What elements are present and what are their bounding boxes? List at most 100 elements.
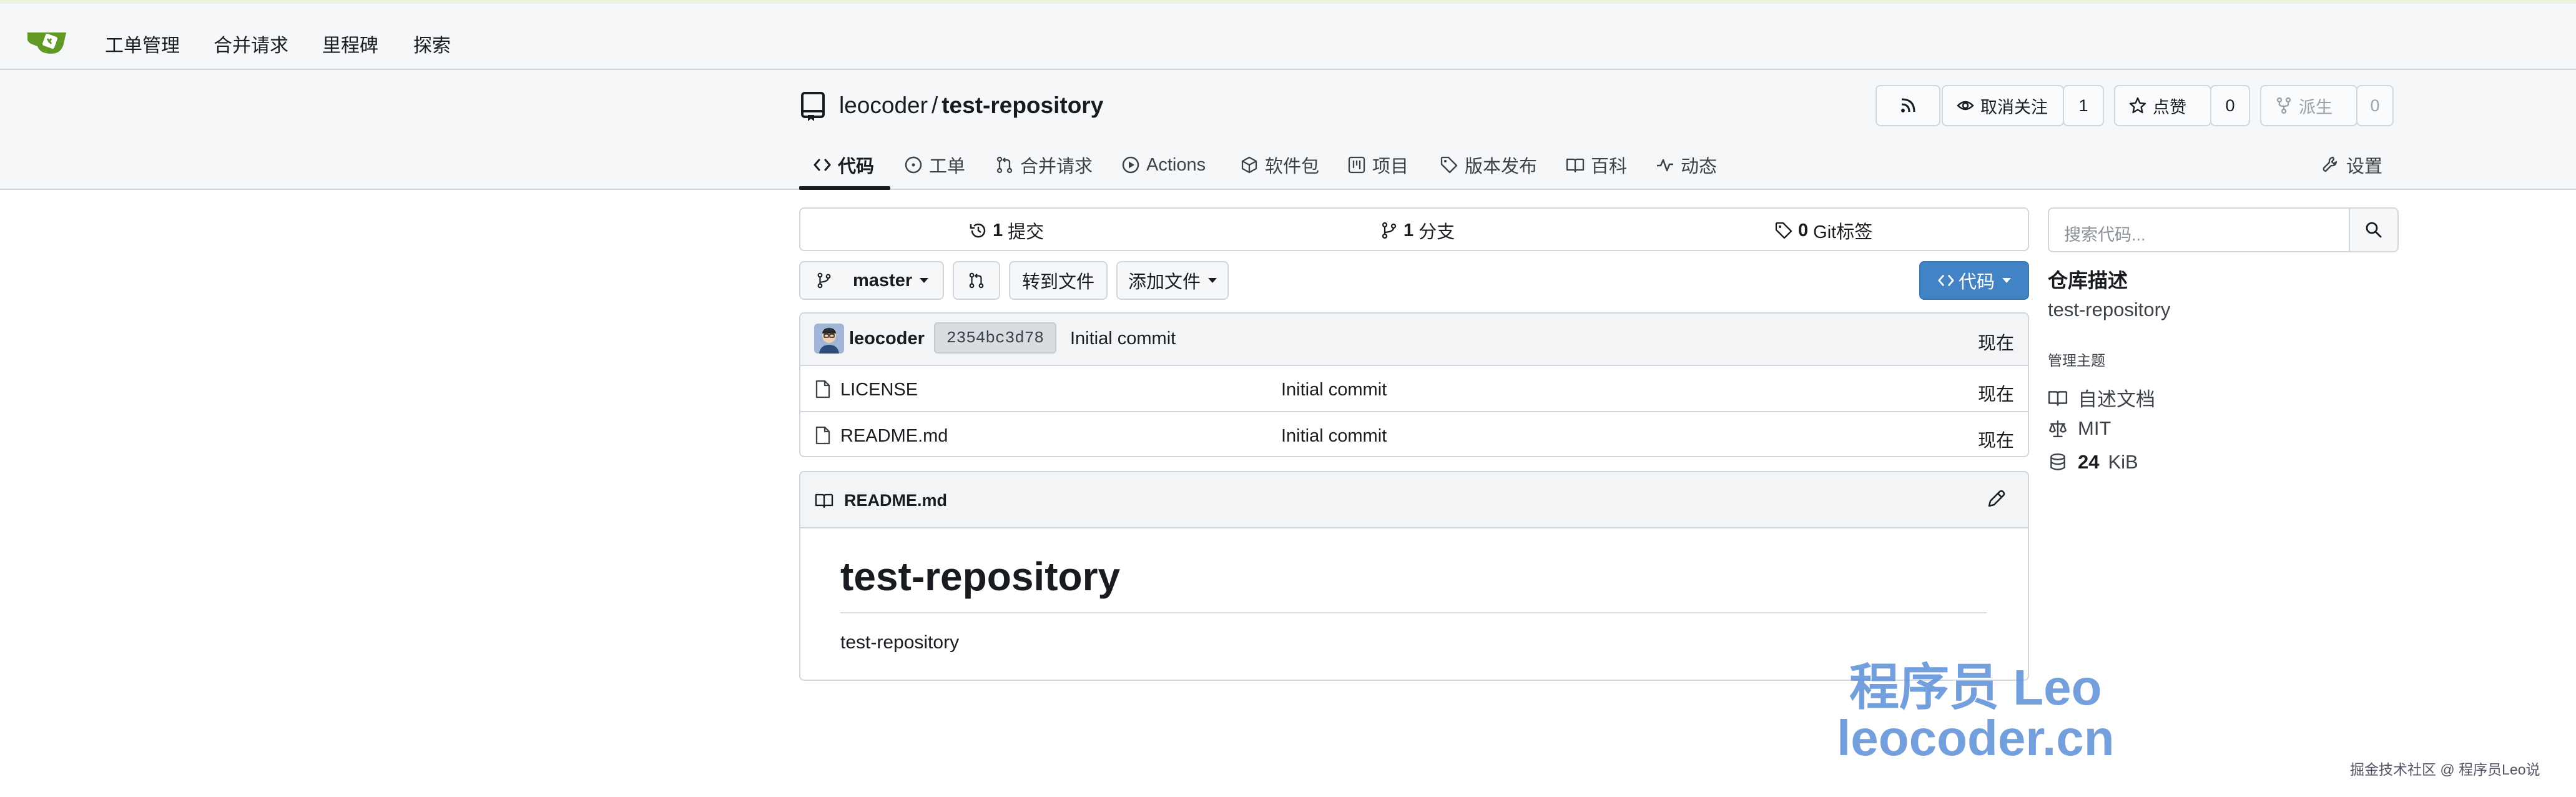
- fork-count[interactable]: 0: [2356, 85, 2394, 126]
- tags-label: Git标签: [1813, 222, 1873, 242]
- branches-label: 分支: [1418, 222, 1455, 242]
- repo-size-unit: KiB: [2108, 451, 2138, 473]
- commits-stat[interactable]: 1 提交: [969, 217, 1044, 244]
- file-commit-message[interactable]: Initial commit: [1281, 426, 1387, 446]
- repo-size: 24 KiB: [2048, 451, 2138, 473]
- tab-wiki-label: 百科: [1591, 157, 1628, 177]
- readme-heading: test-repository: [840, 554, 1121, 599]
- divider: [840, 612, 1987, 613]
- fork-label: 派生: [2299, 97, 2333, 117]
- file-commit-time: 现在: [1977, 431, 2014, 451]
- tag-icon: [1775, 222, 1792, 239]
- star-button[interactable]: 点赞: [2114, 85, 2211, 126]
- nav-issues[interactable]: 工单管理: [105, 36, 180, 56]
- rss-icon: [1901, 98, 1915, 112]
- branch-selector[interactable]: master: [799, 261, 944, 300]
- readme-link[interactable]: 自述文档: [2048, 384, 2155, 412]
- rss-button[interactable]: [1875, 85, 1940, 126]
- goto-file-button[interactable]: 转到文件: [1009, 261, 1108, 300]
- repo-description: test-repository: [2048, 299, 2171, 320]
- chevron-down-icon: [2002, 278, 2011, 283]
- nav-milestones[interactable]: 里程碑: [322, 36, 378, 56]
- repo-size-value: 24: [2078, 451, 2100, 473]
- search-button[interactable]: [2349, 209, 2397, 251]
- tab-wiki[interactable]: 百科: [1566, 140, 1627, 190]
- tab-issues-label: 工单: [929, 157, 966, 177]
- nav-explore[interactable]: 探索: [413, 36, 451, 56]
- commits-label: 提交: [1008, 222, 1045, 242]
- compare-button[interactable]: [953, 261, 1000, 300]
- fork-button[interactable]: 派生: [2260, 85, 2357, 126]
- nav-pull-requests[interactable]: 合并请求: [214, 36, 288, 56]
- readme-link-label: 自述文档: [2078, 389, 2155, 410]
- book-icon: [815, 493, 833, 508]
- watch-count[interactable]: 1: [2063, 85, 2104, 126]
- scale-icon: [2049, 420, 2067, 437]
- avatar[interactable]: [814, 324, 844, 354]
- commit-time: 现在: [1977, 334, 2014, 354]
- commit-sha[interactable]: 2354bc3d78: [934, 322, 1057, 354]
- project-icon: [1348, 156, 1365, 174]
- search-icon: [2366, 222, 2382, 238]
- chevron-down-icon: [920, 278, 929, 283]
- package-icon: [1241, 156, 1257, 174]
- file-commit-time: 现在: [1977, 385, 2014, 405]
- watch-button[interactable]: 取消关注: [1942, 85, 2064, 126]
- chevron-down-icon: [1208, 278, 1217, 283]
- book-icon: [2048, 390, 2068, 406]
- star-icon: [2129, 97, 2146, 114]
- gitea-logo-icon[interactable]: [27, 25, 67, 56]
- tab-issues[interactable]: 工单: [904, 140, 965, 190]
- code-icon: [1938, 275, 1954, 286]
- clone-code-button[interactable]: 代码: [1919, 261, 2029, 300]
- tab-projects[interactable]: 项目: [1347, 140, 1408, 190]
- active-tab-indicator: [799, 186, 890, 190]
- file-name[interactable]: README.md: [840, 426, 948, 446]
- issue-icon: [905, 156, 922, 174]
- repo-title: leocoder/test-repository: [839, 92, 1103, 119]
- pencil-icon[interactable]: [1985, 488, 2007, 510]
- add-file-button[interactable]: 添加文件: [1116, 261, 1229, 300]
- fork-icon: [2276, 97, 2291, 114]
- repo-owner-link[interactable]: leocoder: [839, 92, 928, 118]
- watermark-credit: 掘金技术社区 @ 程序员Leo说: [2350, 761, 2540, 778]
- tags-count: 0: [1798, 220, 1809, 240]
- tab-code[interactable]: 代码: [813, 140, 874, 190]
- tab-pull-requests[interactable]: 合并请求: [995, 140, 1093, 190]
- star-count[interactable]: 0: [2210, 85, 2250, 126]
- tab-pull-requests-label: 合并请求: [1020, 157, 1093, 177]
- watch-label: 取消关注: [1980, 97, 2048, 117]
- file-name[interactable]: LICENSE: [840, 380, 918, 400]
- file-commit-message[interactable]: Initial commit: [1281, 380, 1387, 400]
- tab-releases-label: 版本发布: [1465, 157, 1538, 177]
- tags-stat[interactable]: 0 Git标签: [1774, 217, 1872, 244]
- clone-code-label: 代码: [1958, 272, 1995, 292]
- tag-icon: [1440, 156, 1458, 174]
- tab-activity[interactable]: 动态: [1656, 140, 1717, 190]
- license-label: MIT: [2078, 417, 2111, 439]
- branch-icon: [1382, 222, 1397, 239]
- branch-icon: [817, 272, 831, 289]
- watermark-line-2: leocoder.cn: [1837, 710, 2115, 766]
- license-link[interactable]: MIT: [2048, 417, 2111, 440]
- tab-releases[interactable]: 版本发布: [1440, 140, 1537, 190]
- book-icon: [1566, 158, 1585, 173]
- commit-author[interactable]: leocoder: [849, 329, 925, 349]
- search-input[interactable]: 搜索代码...: [2064, 225, 2146, 244]
- tab-actions[interactable]: Actions: [1121, 140, 1206, 190]
- tab-packages[interactable]: 软件包: [1240, 140, 1319, 190]
- repo-icon: [800, 91, 827, 122]
- tab-settings-label: 设置: [2346, 157, 2383, 177]
- latest-commit-row: leocoder 2354bc3d78 Initial commit 现在: [800, 314, 2028, 366]
- repo-stats-bar: 1 提交 1 分支 0 Git标签: [799, 207, 2029, 251]
- play-icon: [1122, 156, 1139, 174]
- tab-activity-label: 动态: [1681, 157, 1718, 177]
- readme-filename[interactable]: README.md: [844, 491, 948, 510]
- repo-name-link[interactable]: test-repository: [941, 92, 1104, 118]
- repo-description-heading: 仓库描述: [2048, 269, 2128, 292]
- tab-settings[interactable]: 设置: [2321, 140, 2382, 190]
- commit-message[interactable]: Initial commit: [1070, 329, 1176, 349]
- file-icon: [815, 380, 830, 398]
- manage-topics-link[interactable]: 管理主题: [2048, 352, 2105, 369]
- branches-stat[interactable]: 1 分支: [1380, 217, 1455, 244]
